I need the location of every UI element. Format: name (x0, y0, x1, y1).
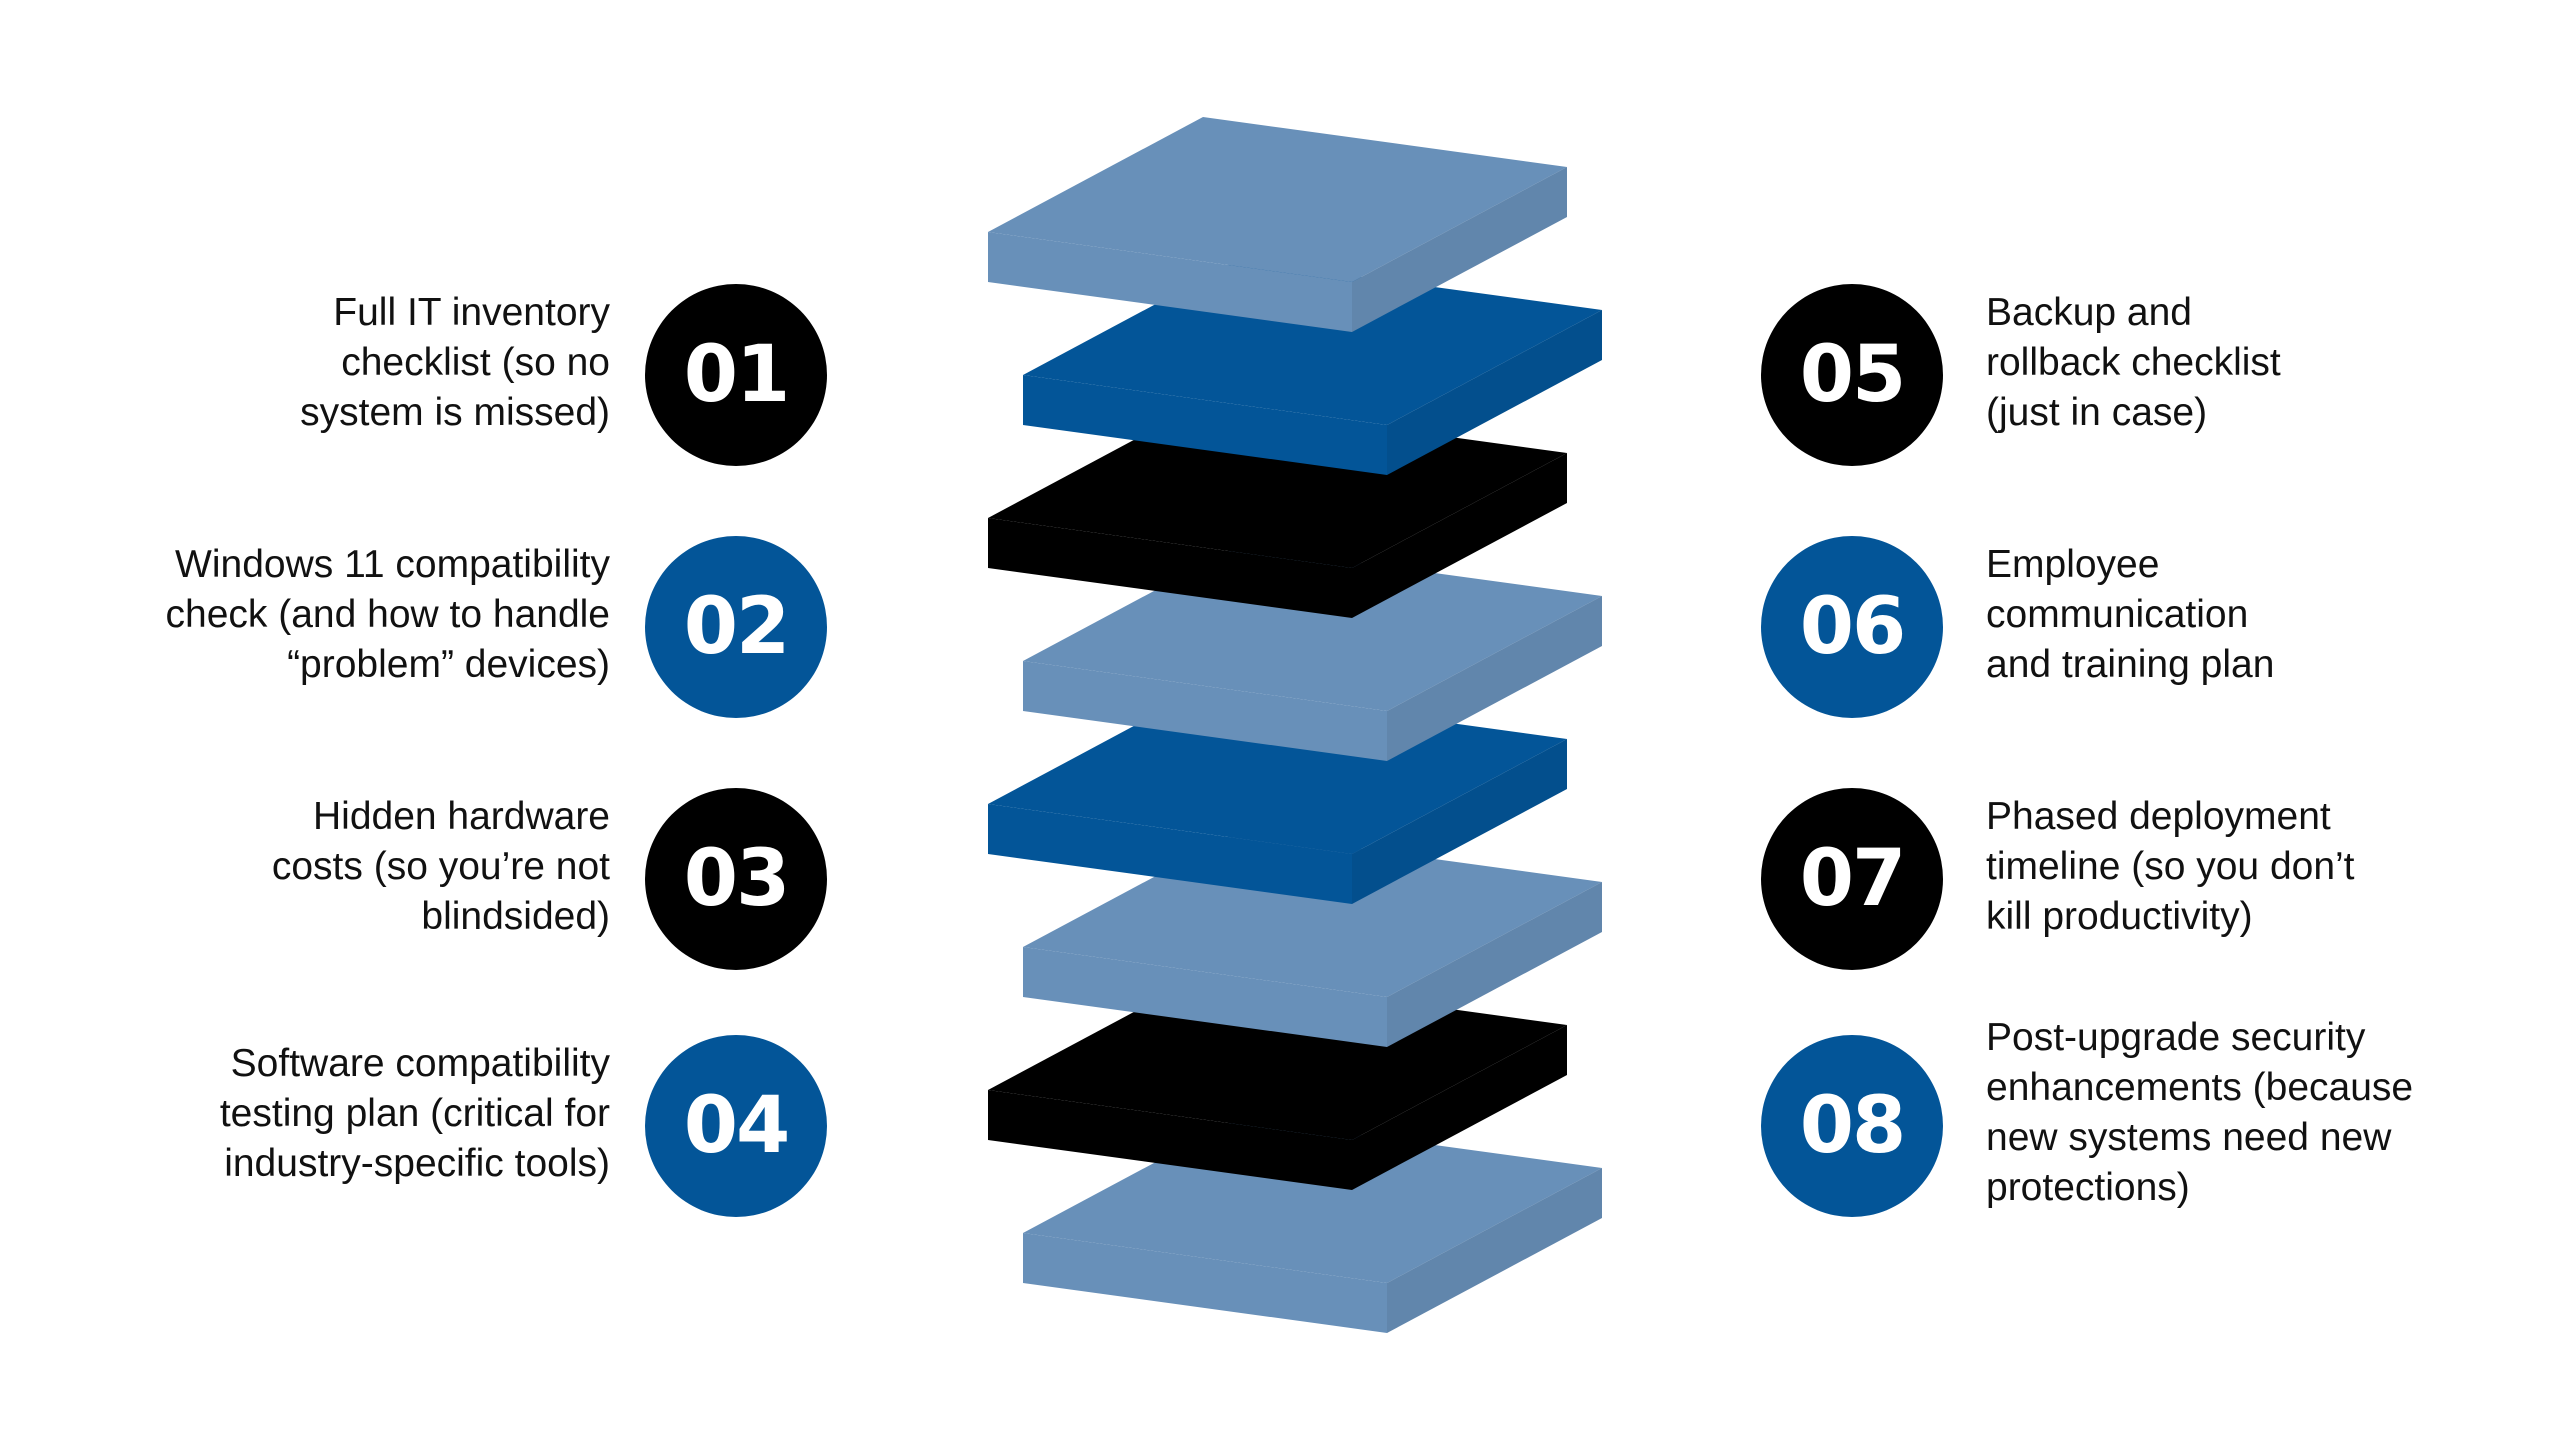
stack-layer-4-side (1387, 596, 1602, 761)
stack-layer-2 (1023, 260, 1602, 475)
badge-07: 07 (1761, 788, 1943, 970)
stack-layer-6-front (1023, 947, 1387, 1047)
stack-layer-1-top (988, 117, 1567, 282)
badge-05: 05 (1761, 284, 1943, 466)
item-01-text: Full IT inventory checklist (so no syste… (300, 291, 610, 434)
badge-05-number: 05 (1799, 330, 1907, 420)
badge-03: 03 (645, 788, 827, 970)
badge-02: 02 (645, 536, 827, 718)
badge-02-number: 02 (683, 582, 791, 672)
stack-layer-8-front (1023, 1233, 1387, 1333)
item-07-text: Phased deployment timeline (so you don’t… (1986, 795, 2355, 938)
badge-01-number: 01 (683, 330, 791, 420)
badge-06-number: 06 (1799, 582, 1907, 672)
item-02-text: Windows 11 compatibility check (and how … (165, 543, 610, 686)
stack-layer-2-side (1387, 310, 1602, 475)
stack-layer-5-front (988, 804, 1352, 904)
badge-06: 06 (1761, 536, 1943, 718)
stack-layer-3-front (988, 518, 1352, 618)
item-08-text: Post-upgrade security enhancements (beca… (1986, 1016, 2414, 1209)
badge-01: 01 (645, 284, 827, 466)
stack-layer-6-side (1387, 882, 1602, 1047)
stack-layer-1-front (988, 232, 1352, 332)
badge-03-number: 03 (683, 834, 791, 924)
stack-layer-3-side (1352, 453, 1567, 618)
badge-04: 04 (645, 1035, 827, 1217)
stack-layer-7-front (988, 1090, 1352, 1190)
badge-08: 08 (1761, 1035, 1943, 1217)
stack-layer-1 (988, 117, 1567, 332)
stack-layer-1-side (1352, 167, 1567, 332)
stack-layer-4-front (1023, 661, 1387, 761)
stack-layer-8-side (1387, 1168, 1602, 1333)
badge-08-number: 08 (1799, 1081, 1907, 1171)
item-04-text: Software compatibility testing plan (cri… (219, 1042, 610, 1185)
stack-layer-7-side (1352, 1025, 1567, 1190)
item-03-text: Hidden hardware costs (so you’re not bli… (271, 795, 610, 938)
badge-07-number: 07 (1799, 834, 1907, 924)
item-06-text: Employee communication and training plan (1986, 543, 2275, 686)
badge-04-number: 04 (683, 1081, 791, 1171)
stack-layer-5-side (1352, 739, 1567, 904)
stack-layer-2-front (1023, 375, 1387, 475)
item-05-text: Backup and rollback checklist (just in c… (1986, 291, 2281, 434)
